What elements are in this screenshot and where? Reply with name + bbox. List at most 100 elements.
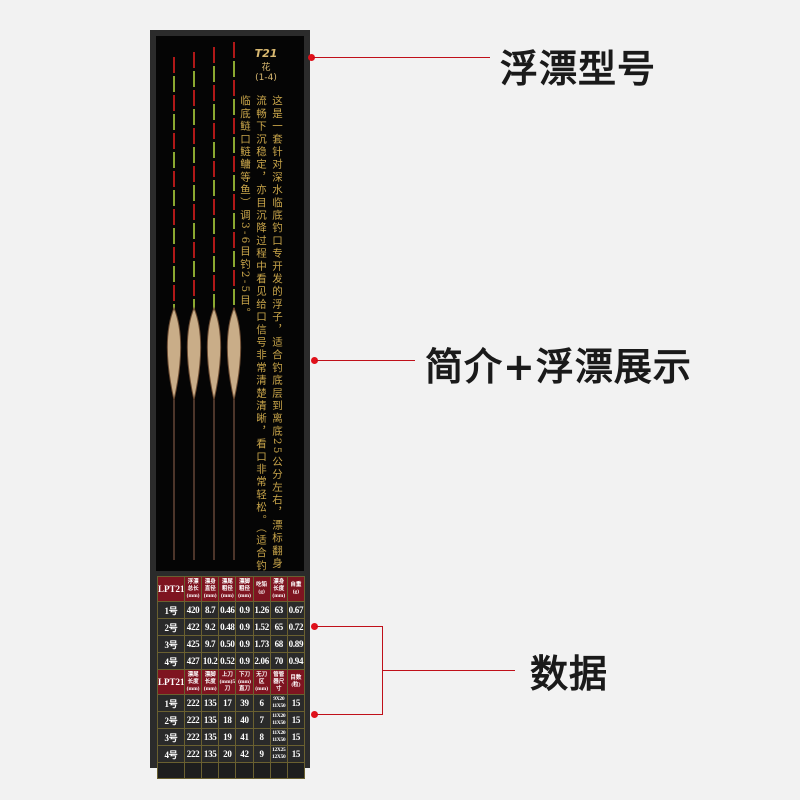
float-tip-segment: [173, 95, 175, 111]
float-tip-segment: [193, 71, 195, 87]
float-tip-segment: [173, 209, 175, 225]
table-cell: 222: [183, 728, 203, 746]
table-cell: 15: [286, 728, 306, 746]
table-header: 漂身直径(mm): [201, 576, 220, 602]
table-cell: 17: [218, 694, 237, 712]
table-header: LPT21: [157, 669, 185, 695]
float-tip-segment: [173, 228, 175, 244]
table-cell: 9.2: [201, 618, 220, 636]
table-cell: [235, 762, 254, 779]
float-tip-segment: [173, 76, 175, 92]
label-data: 数据: [530, 652, 609, 696]
table-cell: 0.46: [218, 601, 237, 619]
table-cell: 3号: [157, 728, 185, 746]
table-cell: 70: [269, 652, 288, 670]
table-cell: 15: [286, 694, 306, 712]
float-1: [166, 57, 182, 560]
float-tip-segment: [193, 185, 195, 201]
float-tip-segment: [193, 147, 195, 163]
label-intro: 简介+浮漂展示: [425, 345, 692, 389]
float-tip-segment: [173, 114, 175, 130]
float-tip-segment: [233, 118, 235, 134]
float-tip-segment: [233, 289, 235, 305]
model-name: T21: [254, 47, 278, 60]
table-cell: [218, 762, 237, 779]
float-tip-segment: [233, 137, 235, 153]
table-cell: 1号: [157, 694, 185, 712]
float-tip-segment: [173, 266, 175, 282]
table-cell: 1.26: [252, 601, 271, 619]
table-cell: 135: [201, 745, 220, 763]
table-cell: 8: [252, 728, 271, 746]
table-cell: 18: [218, 711, 237, 729]
table-cell: [183, 762, 203, 779]
intro-column-1: 这是一套针对深水临底钓口专开发的浮子，适合钓底层到离底25公分左右，漂标翻身: [271, 95, 283, 570]
table-header: 上刀(mm)5刀: [218, 669, 237, 695]
float-2: [186, 52, 202, 560]
float-tip-segment: [173, 285, 175, 301]
table-header: 漂尾粗径(mm): [218, 576, 237, 602]
table-cell: 0.9: [235, 652, 254, 670]
float-tip-segment: [213, 237, 215, 253]
float-tip-segment: [193, 128, 195, 144]
table-header: 目数(粒): [286, 669, 306, 695]
table-cell: [286, 762, 306, 779]
float-tip-segment: [173, 247, 175, 263]
table-cell: 40: [235, 711, 254, 729]
float-tip-segment: [173, 133, 175, 149]
table-cell: 135: [201, 728, 220, 746]
table-cell: 11X20 11X50: [269, 728, 288, 746]
intro-column-2: 流畅下沉稳定，亦目沉降过程中看见给口信号非常清楚清晰，看口非常轻松。（适合钓: [255, 95, 267, 573]
float-tip-segment: [213, 85, 215, 101]
label-model: 浮漂型号: [500, 47, 657, 91]
intro-column-3: 临底鲢口鲢鳙等鱼）调3-6目钓2-5目。: [239, 95, 251, 320]
table-cell: 1号: [157, 601, 185, 619]
callout-line-model: [313, 57, 490, 58]
float-tip-segment: [233, 99, 235, 115]
table-cell: 19: [218, 728, 237, 746]
table-cell: 0.9: [235, 618, 254, 636]
table-cell: [201, 762, 220, 779]
table-header: 漂身长度(mm): [269, 576, 288, 602]
float-tip-segment: [213, 47, 215, 63]
table-cell: 12X25 12X50: [269, 745, 288, 763]
marker-dot: [311, 711, 318, 718]
table-cell: 68: [269, 635, 288, 653]
float-tip-segment: [173, 190, 175, 206]
table-cell: 4号: [157, 745, 185, 763]
table-cell: 427: [183, 652, 203, 670]
table-cell: 8.7: [201, 601, 220, 619]
table-cell: 4号: [157, 652, 185, 670]
table-cell: 422: [183, 618, 203, 636]
float-body: [166, 306, 182, 401]
table-cell: 1.52: [252, 618, 271, 636]
float-tip-segment: [213, 294, 215, 310]
float-tip-segment: [233, 232, 235, 248]
float-tip-segment: [233, 270, 235, 286]
table-cell: 3号: [157, 635, 185, 653]
table-cell: 0.94: [286, 652, 306, 670]
table-header: 下刀(mm)直刀: [235, 669, 254, 695]
float-tip-segment: [193, 242, 195, 258]
table-cell: 2号: [157, 711, 185, 729]
float-tip-segment: [213, 142, 215, 158]
float-tip-segment: [193, 109, 195, 125]
callout-line-intro: [316, 360, 415, 361]
bracket-side: [382, 626, 383, 715]
table-cell: 2.06: [252, 652, 271, 670]
table-cell: 135: [201, 694, 220, 712]
float-tip-segment: [173, 152, 175, 168]
float-tip-segment: [193, 280, 195, 296]
float-tip-segment: [213, 218, 215, 234]
table-cell: 0.50: [218, 635, 237, 653]
table-cell: 425: [183, 635, 203, 653]
table-cell: 15: [286, 745, 306, 763]
table-cell: [269, 762, 288, 779]
table-cell: 20: [218, 745, 237, 763]
table-cell: 39: [235, 694, 254, 712]
